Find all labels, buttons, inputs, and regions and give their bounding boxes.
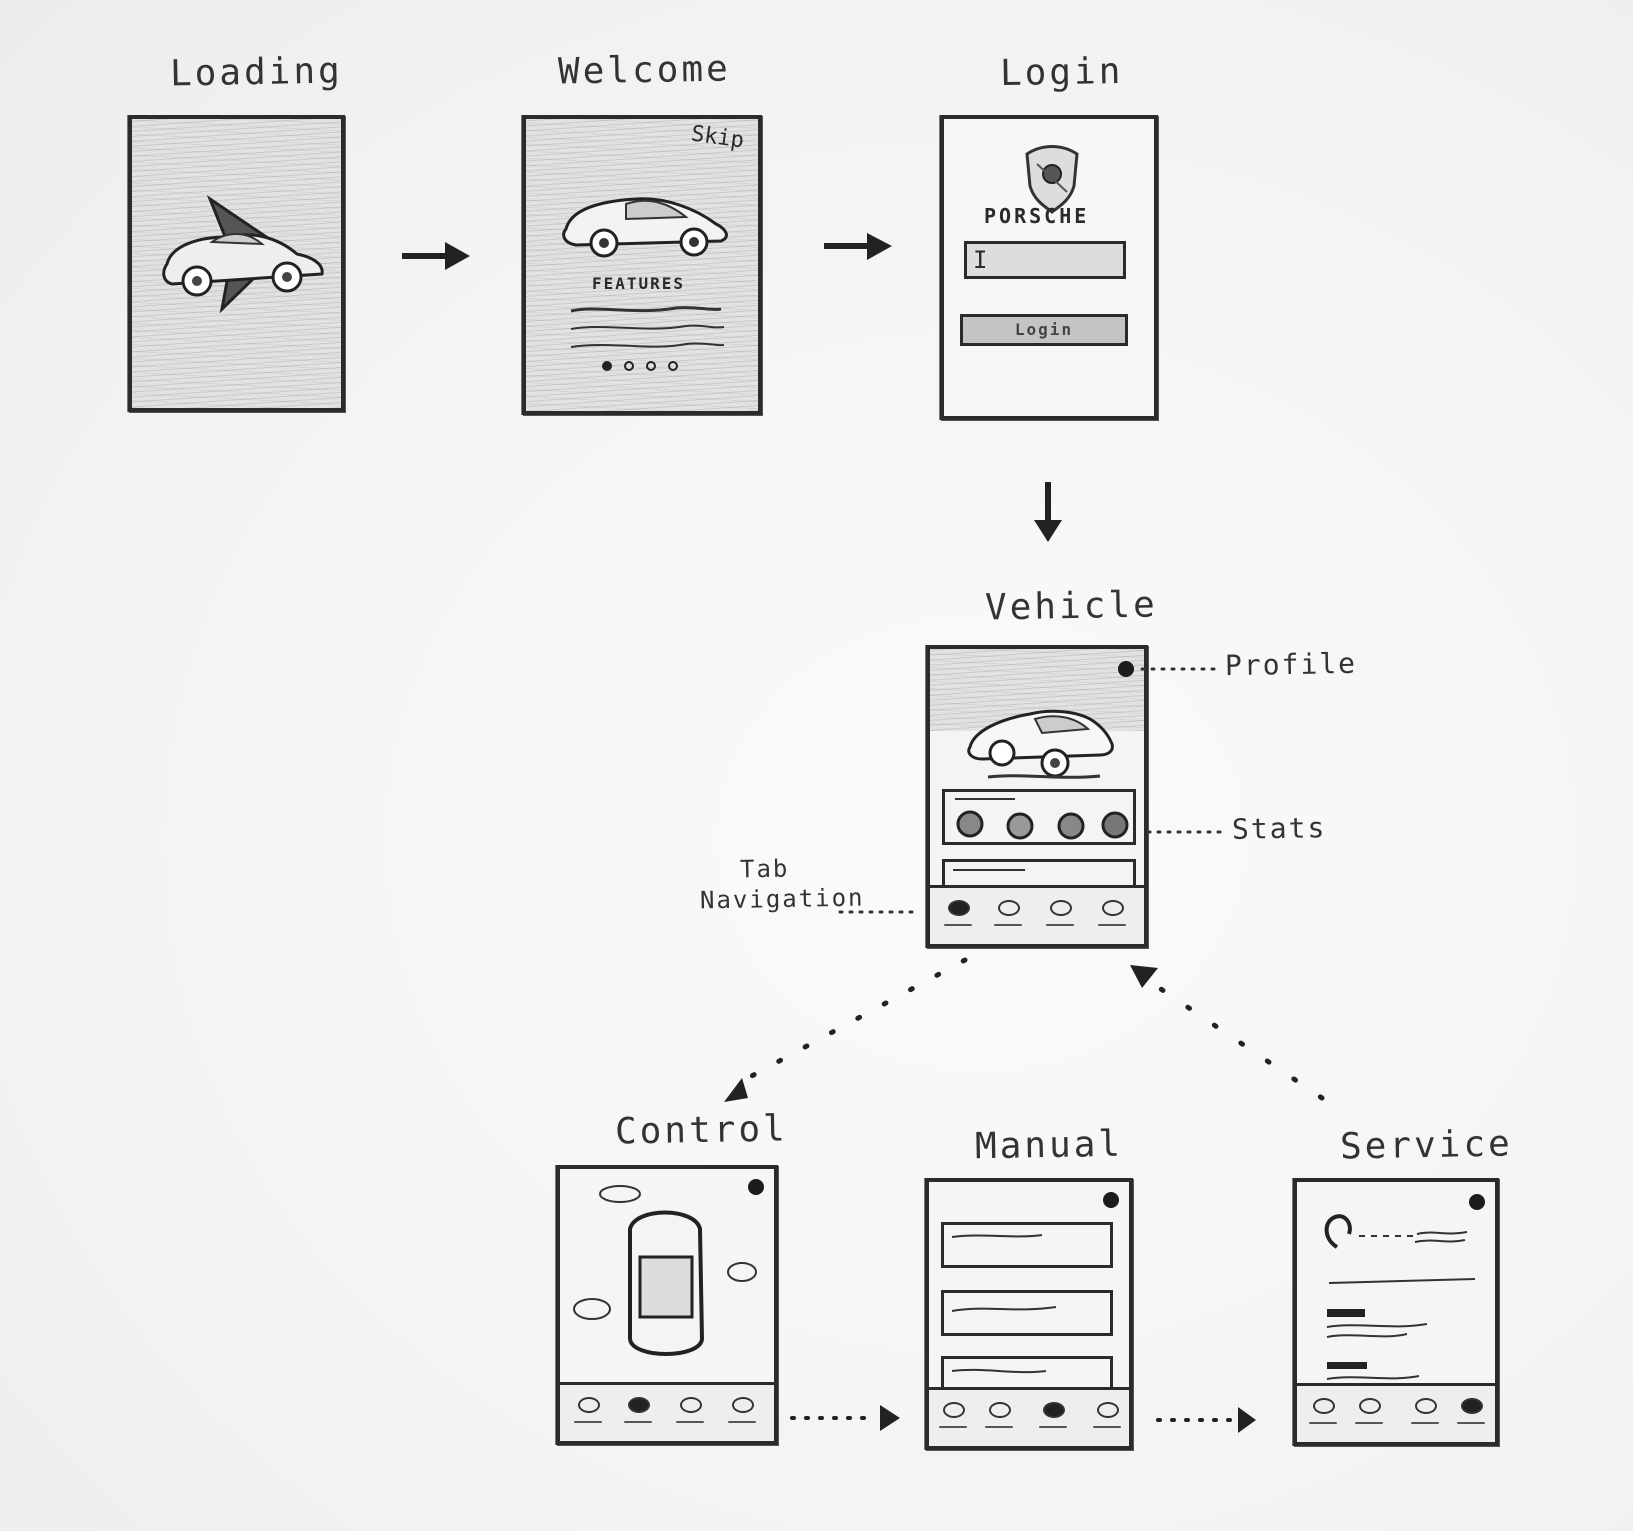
tab-vehicle[interactable] <box>939 1402 967 1428</box>
stats-gauges <box>955 798 1129 840</box>
dotted-leader-profile <box>1140 667 1222 671</box>
tab-vehicle[interactable] <box>1309 1398 1337 1424</box>
manual-screen <box>925 1178 1133 1450</box>
login-button[interactable]: Login <box>960 314 1128 346</box>
pager-dot[interactable] <box>624 361 634 371</box>
tab-control[interactable] <box>624 1397 652 1423</box>
tab-control[interactable] <box>1355 1398 1383 1424</box>
tab-vehicle[interactable] <box>574 1397 602 1423</box>
profile-avatar[interactable] <box>1118 661 1134 677</box>
pager-dot[interactable] <box>646 361 656 371</box>
login-input[interactable]: I <box>964 241 1126 279</box>
arrow-right-icon <box>824 233 892 260</box>
features-text-lines <box>570 306 725 348</box>
tab-service[interactable] <box>1093 1402 1121 1428</box>
tab-service[interactable] <box>1098 900 1126 926</box>
tab-manual[interactable] <box>676 1397 704 1423</box>
crest-logo-icon <box>1025 145 1079 214</box>
service-content <box>1324 1214 1476 1380</box>
tab-manual[interactable] <box>1046 900 1074 926</box>
tab-vehicle[interactable] <box>944 900 972 926</box>
label-control: Control <box>614 1108 789 1153</box>
tab-manual[interactable] <box>1411 1398 1439 1424</box>
label-login: Login <box>999 50 1124 95</box>
car-icon <box>562 197 728 258</box>
pager-dot[interactable] <box>668 361 678 371</box>
skip-link[interactable]: Skip <box>689 121 746 154</box>
dotted-leader-stats <box>1146 830 1228 834</box>
tab-navigation <box>930 885 1144 944</box>
dotted-leader-tab-navigation <box>838 910 920 914</box>
tab-service[interactable] <box>1457 1398 1485 1424</box>
car-logo-icon <box>162 195 324 314</box>
login-screen: PORSCHE I Login <box>940 115 1158 420</box>
label-welcome: Welcome <box>557 48 732 93</box>
pager-dots <box>602 359 702 375</box>
pager-dot[interactable] <box>602 361 612 371</box>
car-icon <box>967 709 1114 778</box>
tab-service[interactable] <box>728 1397 756 1423</box>
welcome-screen: Skip FEATURES <box>522 115 762 415</box>
label-loading: Loading <box>169 50 344 95</box>
loading-screen <box>128 115 345 412</box>
profile-avatar[interactable] <box>1469 1194 1485 1210</box>
tab-control[interactable] <box>994 900 1022 926</box>
vehicle-screen <box>926 645 1148 948</box>
annotation-profile: Profile <box>1224 646 1358 683</box>
tab-navigation <box>929 1387 1129 1446</box>
car-topview-icon <box>573 1185 757 1356</box>
tab-control[interactable] <box>985 1402 1013 1428</box>
control-screen <box>556 1165 778 1445</box>
login-button-label: Login <box>1014 320 1074 339</box>
manual-card[interactable] <box>941 1290 1113 1336</box>
label-manual: Manual <box>974 1123 1124 1168</box>
arrow-down-icon <box>1034 482 1062 542</box>
annotation-tab: Tab <box>739 854 790 884</box>
vehicle-name-line <box>987 774 1101 779</box>
label-vehicle: Vehicle <box>984 584 1159 629</box>
annotation-stats: Stats <box>1231 811 1327 846</box>
tab-navigation <box>1297 1383 1495 1442</box>
features-heading: FEATURES <box>592 274 686 293</box>
tab-navigation <box>560 1382 774 1441</box>
arrow-right-icon <box>402 242 470 270</box>
profile-avatar[interactable] <box>1103 1192 1119 1208</box>
tab-manual[interactable] <box>1039 1402 1067 1428</box>
stats-card <box>942 789 1136 845</box>
manual-card[interactable] <box>941 1222 1113 1268</box>
login-input-value: I <box>973 246 988 274</box>
service-screen <box>1293 1178 1499 1446</box>
profile-avatar[interactable] <box>748 1179 764 1195</box>
label-service: Service <box>1339 1123 1514 1168</box>
brand-wordmark: PORSCHE <box>984 204 1090 228</box>
